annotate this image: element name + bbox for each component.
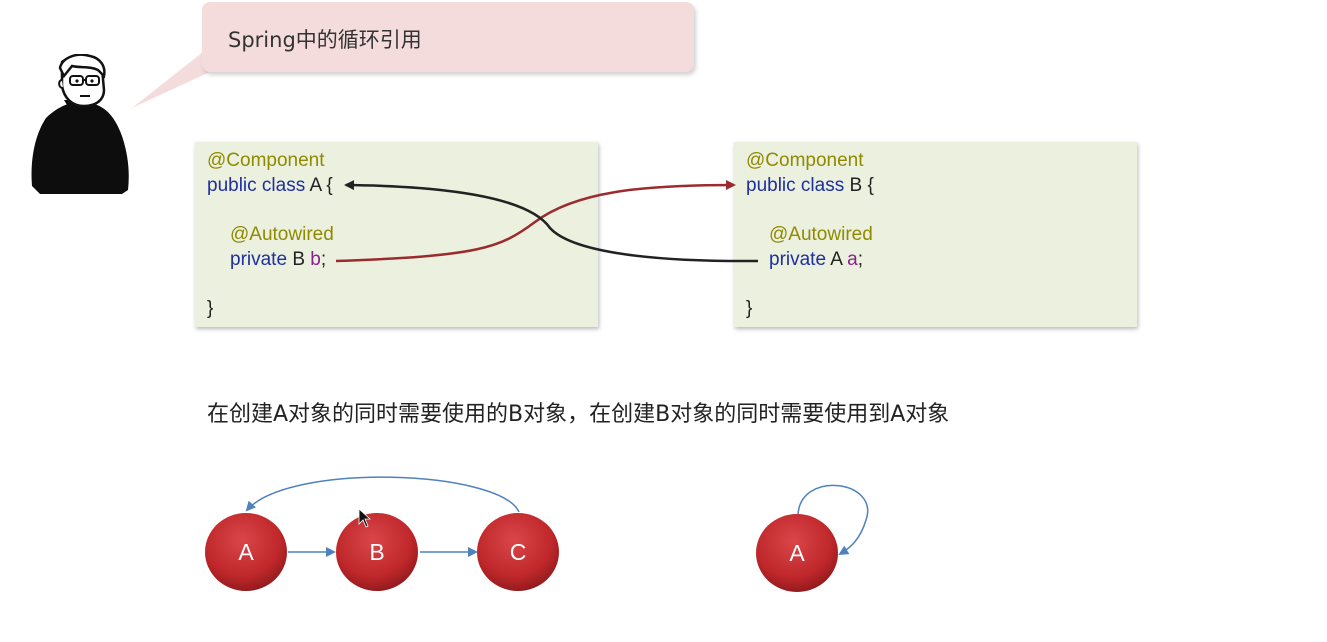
class-b-field-keyword: private bbox=[769, 249, 831, 270]
class-a-annotation: @Component bbox=[207, 150, 325, 171]
class-b-field-type: A bbox=[830, 249, 848, 270]
class-b-annotation: @Component bbox=[746, 150, 864, 171]
mouse-cursor-icon bbox=[358, 508, 372, 528]
class-a-field-annotation: @Autowired bbox=[230, 224, 334, 245]
class-a-decl-keyword: public class bbox=[207, 175, 310, 196]
class-b-declaration: public class B { bbox=[746, 175, 874, 197]
node-b: B bbox=[336, 513, 418, 591]
class-b-decl-name: B { bbox=[849, 175, 874, 196]
self-ref-node-a: A bbox=[756, 514, 838, 592]
speech-bubble-tail bbox=[132, 48, 214, 108]
bubble-title: Spring中的循环引用 bbox=[228, 28, 422, 52]
self-ref-node-label: A bbox=[789, 540, 805, 566]
caption-text: 在创建A对象的同时需要使用的B对象，在创建B对象的同时需要使用到A对象 bbox=[207, 402, 950, 427]
class-b-field-end: ; bbox=[857, 249, 864, 270]
class-b-field-name: a bbox=[847, 249, 858, 270]
arrow-b-field-to-class-b bbox=[335, 180, 736, 263]
node-a: A bbox=[205, 513, 287, 591]
class-a-field-keyword: private bbox=[230, 249, 293, 270]
class-a-field-type: B bbox=[292, 249, 311, 270]
class-b-field: private A a; bbox=[769, 249, 863, 271]
edge-self-loop bbox=[797, 484, 869, 556]
class-a-field-end: ; bbox=[320, 249, 327, 270]
node-b-label: B bbox=[369, 539, 384, 565]
class-a-code-box: @Component public class A { @Autowired p… bbox=[195, 142, 598, 327]
node-c: C bbox=[477, 513, 559, 591]
class-a-field: private B b; bbox=[230, 249, 326, 271]
node-a-label: A bbox=[238, 539, 254, 565]
edge-c-to-a bbox=[245, 476, 520, 513]
class-b-code-box: @Component public class B { @Autowired p… bbox=[734, 142, 1137, 327]
class-a-decl-name: A { bbox=[309, 175, 333, 196]
arrow-a-field-to-class-a bbox=[344, 180, 759, 263]
class-a-declaration: public class A { bbox=[207, 175, 333, 197]
class-b-close-brace: } bbox=[746, 298, 753, 319]
class-b-field-annotation: @Autowired bbox=[769, 224, 873, 245]
class-b-decl-keyword: public class bbox=[746, 175, 850, 196]
node-c-label: C bbox=[510, 539, 527, 565]
speech-bubble: Spring中的循环引用 bbox=[202, 2, 694, 72]
presenter-avatar bbox=[31, 54, 129, 194]
class-a-close-brace: } bbox=[207, 298, 214, 319]
class-a-field-name: b bbox=[310, 249, 321, 270]
